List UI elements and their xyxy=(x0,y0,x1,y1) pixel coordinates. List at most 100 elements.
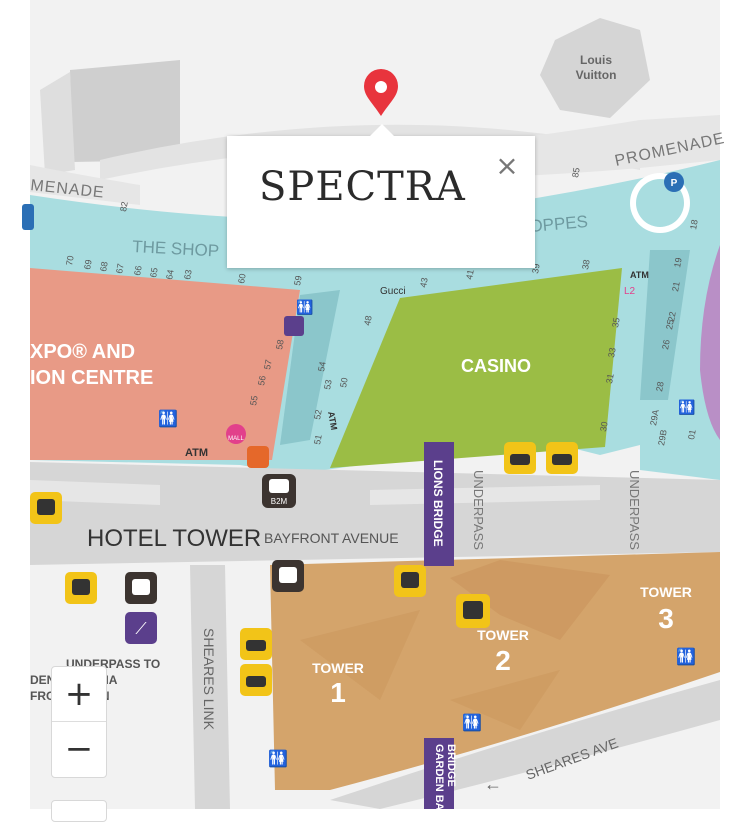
restroom-icon: 🚻 xyxy=(158,409,178,428)
gucci-label: Gucci xyxy=(380,286,406,297)
taxi-stand-icon[interactable] xyxy=(504,442,536,474)
shop-number: 33 xyxy=(606,347,618,359)
expo-centre xyxy=(30,268,300,460)
expo-label-1: XPO® AND xyxy=(30,341,135,363)
shop-number: 60 xyxy=(236,273,248,285)
info-edge-icon[interactable] xyxy=(22,204,34,230)
shop-number: 41 xyxy=(464,269,476,281)
bus-stop-icon[interactable] xyxy=(65,572,97,604)
bus-stop-icon[interactable] xyxy=(30,492,62,524)
road-sheares-link xyxy=(190,565,230,809)
tower-3-label: TOWER xyxy=(640,584,692,600)
shuttle-bus-icon[interactable] xyxy=(456,594,490,628)
b2m-label: B2M xyxy=(271,497,288,506)
zoom-in-button[interactable]: + xyxy=(52,667,106,722)
garden-bay-bridge xyxy=(424,738,454,809)
shop-number: 18 xyxy=(688,219,700,231)
shop-number: 29A xyxy=(648,409,661,427)
zoom-out-button[interactable]: − xyxy=(64,729,94,769)
valet-icon[interactable] xyxy=(240,664,272,696)
public-bus-icon[interactable] xyxy=(125,572,157,604)
hotel-tower-label: HOTEL TOWER xyxy=(87,525,261,552)
close-icon[interactable]: × xyxy=(495,149,519,182)
lions-bridge-label: LIONS BRIDGE xyxy=(431,460,445,547)
restroom-icon: 🚻 xyxy=(268,749,288,768)
underpass-walk-icon[interactable]: ⟋ xyxy=(125,612,157,644)
garden-bay-label-1: GARDEN BA xyxy=(433,744,445,809)
shop-number: 54 xyxy=(316,361,328,373)
shop-number: 19 xyxy=(672,257,684,269)
shop-number: 55 xyxy=(248,395,260,407)
shop-number: 22 xyxy=(666,311,678,323)
hotel-towers xyxy=(270,552,720,790)
shop-number: 58 xyxy=(274,339,286,351)
underpass-label-2: UNDERPASS xyxy=(627,470,642,550)
restroom-icon: 🚻 xyxy=(296,299,313,316)
lions-bridge xyxy=(424,442,454,566)
shop-number: 31 xyxy=(604,373,616,385)
shop-number: 70 xyxy=(64,255,76,267)
orange-service-icon[interactable] xyxy=(247,446,269,468)
parking-icon[interactable]: P xyxy=(664,172,684,192)
louis-label-1: Louis xyxy=(580,53,612,67)
louis-label-2: Vuitton xyxy=(576,68,617,82)
shop-number: 66 xyxy=(132,265,144,277)
mall-label: MALL xyxy=(228,436,244,442)
restroom-icon: 🚻 xyxy=(678,399,695,416)
shop-number: 26 xyxy=(660,339,672,351)
louis-vuitton-building xyxy=(540,18,650,118)
sheares-link-label: SHEARES LINK xyxy=(201,628,217,731)
shop-number: 67 xyxy=(114,263,126,275)
shop-number: 68 xyxy=(98,261,110,273)
casino-label: CASINO xyxy=(461,356,531,376)
underpass-walk-icon[interactable] xyxy=(284,316,304,336)
atm-label-2: ATM xyxy=(630,270,649,280)
arrow-left-icon: ← xyxy=(484,774,502,794)
atm-label-3: ATM xyxy=(326,411,339,431)
popup-title: SPECTRA xyxy=(259,164,466,210)
bus-stop-icon[interactable] xyxy=(394,565,426,597)
zoom-control: + − xyxy=(51,666,107,778)
casino xyxy=(330,268,622,468)
shop-number: 69 xyxy=(82,259,94,271)
location-popup: SPECTRA × xyxy=(227,124,535,268)
restroom-icon: 🚻 xyxy=(676,647,696,666)
tower-2-number: 2 xyxy=(495,645,511,676)
valet-icon[interactable] xyxy=(546,442,578,474)
shop-number: 63 xyxy=(182,269,194,281)
expo-label-2: ION CENTRE xyxy=(30,367,153,389)
shop-number: 21 xyxy=(670,281,682,293)
location-pin-icon[interactable] xyxy=(364,69,398,116)
shop-number: 29B xyxy=(656,429,669,447)
shop-number: 28 xyxy=(654,381,666,393)
bayfront-avenue-label: BAYFRONT AVENUE xyxy=(264,530,399,546)
shop-number: 01 xyxy=(686,429,698,441)
atm-label-1: ATM xyxy=(185,447,208,459)
shop-number: 35 xyxy=(610,317,622,329)
shop-number: 50 xyxy=(338,377,350,389)
svg-text:P: P xyxy=(671,178,678,189)
taxi-stand-icon[interactable] xyxy=(240,628,272,660)
shop-number: 52 xyxy=(312,409,324,421)
shop-number: 48 xyxy=(362,315,374,327)
tower-1-number: 1 xyxy=(330,677,346,708)
shoppes-label: THE SHOP xyxy=(132,237,220,261)
map-control-button[interactable] xyxy=(51,800,107,822)
shop-number: 82 xyxy=(118,201,130,213)
tower-3-number: 3 xyxy=(658,603,674,634)
event-hall xyxy=(700,245,720,440)
shop-number: 59 xyxy=(292,275,304,287)
shop-number: 43 xyxy=(418,277,430,289)
shop-number: 51 xyxy=(312,434,324,446)
shop-number: 57 xyxy=(262,359,274,371)
public-bus-icon[interactable] xyxy=(272,560,304,592)
shop-number: 65 xyxy=(148,267,160,279)
tower-1-label: TOWER xyxy=(312,660,364,676)
shop-number: 53 xyxy=(322,379,334,391)
mall-info-icon[interactable]: MALL xyxy=(226,424,246,444)
shop-number: 30 xyxy=(598,421,610,433)
b2m-bus-icon[interactable]: B2M xyxy=(262,474,296,508)
shop-number: 56 xyxy=(256,375,268,387)
